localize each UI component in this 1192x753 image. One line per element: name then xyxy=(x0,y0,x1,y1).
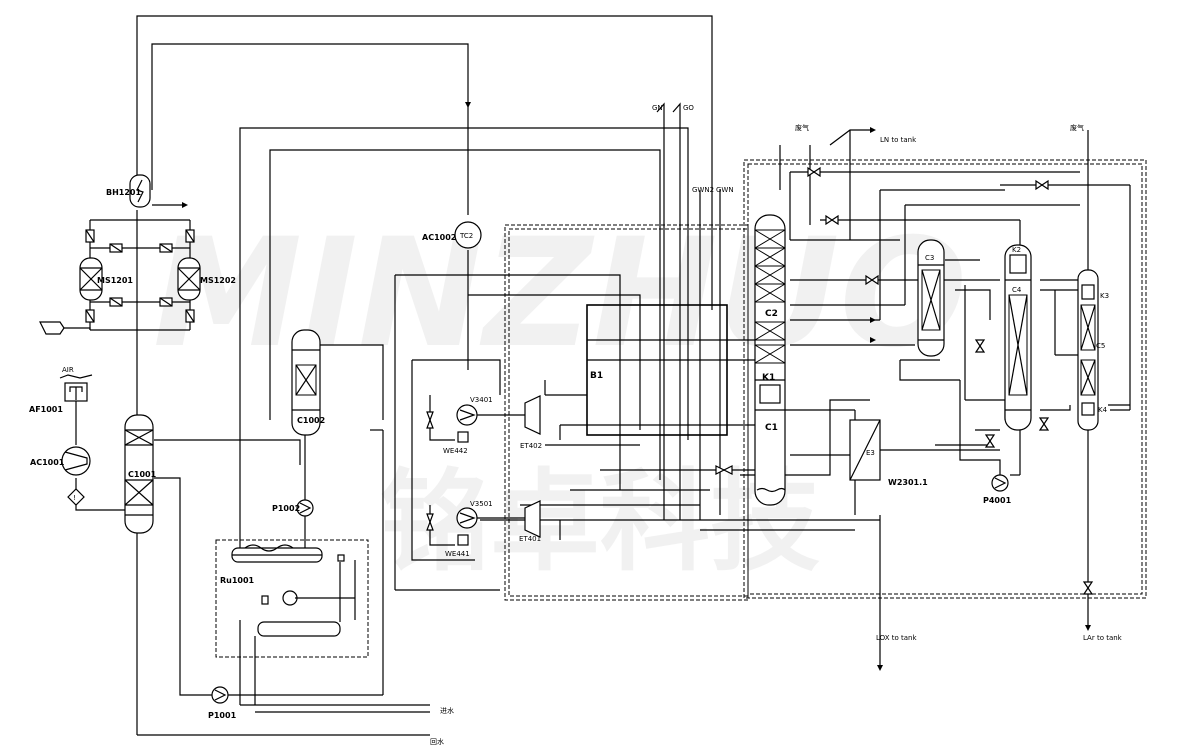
label-water-out: 回水 xyxy=(430,737,444,746)
label-bh1201: BH1201 xyxy=(106,188,141,197)
label-ac1002: AC1002 xyxy=(422,233,456,242)
label-gwn: GWN xyxy=(716,186,734,194)
label-lox-to-tank: LOX to tank xyxy=(876,634,917,642)
label-go: GO xyxy=(683,104,694,112)
refrigeration-unit-ru1001: Ru1001 xyxy=(220,544,356,705)
label-e3: E3 xyxy=(866,449,875,457)
label-k3: K3 xyxy=(1100,292,1109,300)
ms-valves xyxy=(85,229,195,323)
pump-p1001: P1001 xyxy=(208,686,237,720)
label-tc2: TC2 xyxy=(459,232,473,240)
label-ms1201: MS1201 xyxy=(97,276,133,285)
label-c1001: C1001 xyxy=(128,470,157,479)
cold-box xyxy=(215,159,1147,658)
label-p4001: P4001 xyxy=(983,496,1012,505)
label-gn: GN xyxy=(652,104,663,112)
label-p1001: P1001 xyxy=(208,711,237,720)
label-v3401: V3401 xyxy=(470,396,493,404)
adsorber-ms1201: MS1201 xyxy=(79,257,133,301)
watermark-cn: 铭卓科技 xyxy=(380,458,820,586)
label-c4: C4 xyxy=(1012,286,1022,294)
watermark: MINZHUO 铭卓科技 xyxy=(153,207,967,586)
label-et401: ET401 xyxy=(519,535,541,543)
adsorber-ms1202: MS1202 xyxy=(177,257,236,301)
label-c1002: C1002 xyxy=(297,416,325,425)
label-water-in: 进水 xyxy=(440,706,454,715)
vent-silencer xyxy=(39,321,65,335)
label-air: AIR xyxy=(62,366,74,374)
label-k2: K2 xyxy=(1012,246,1021,254)
warning-mark: ! xyxy=(73,494,76,502)
air-filter-af1001: AIR AF1001 xyxy=(29,366,93,414)
label-lar-to-tank: LAr to tank xyxy=(1083,634,1123,642)
label-waste-left: 废气 xyxy=(795,123,809,132)
expander-group-401: V3501 WE441 ET401 xyxy=(426,500,541,558)
label-w2301: W2301.1 xyxy=(888,478,928,487)
label-b1: B1 xyxy=(590,371,603,381)
label-ln-to-tank: LN to tank xyxy=(880,136,917,144)
aftercooler-diamond: ! xyxy=(67,488,85,506)
label-we442: WE442 xyxy=(443,447,468,455)
exchanger-e3: E3 W2301.1 xyxy=(849,419,928,487)
expander-group-402: V3401 WE442 ET402 xyxy=(426,395,542,455)
label-et402: ET402 xyxy=(520,442,542,450)
cold-box-valves xyxy=(715,166,1094,595)
label-c2: C2 xyxy=(765,309,778,319)
column-c3: C3 xyxy=(917,239,945,357)
label-c1: C1 xyxy=(765,423,778,433)
pump-p1002: P1002 xyxy=(272,499,314,517)
label-waste-right: 废气 xyxy=(1070,123,1084,132)
column-c5: K3 C5 K4 xyxy=(1077,269,1109,431)
heater-bh1201: BH1201 xyxy=(106,174,151,208)
label-ru1001: Ru1001 xyxy=(220,576,255,585)
column-c4: K2 C4 xyxy=(1004,244,1032,431)
label-ac1001: AC1001 xyxy=(30,458,65,467)
label-we441: WE441 xyxy=(445,550,470,558)
piping xyxy=(60,15,1131,736)
pump-p4001: P4001 xyxy=(983,474,1012,505)
label-c5: C5 xyxy=(1096,342,1105,350)
tower-c1002: C1002 xyxy=(291,329,325,436)
tower-c1001: C1001 xyxy=(124,414,157,534)
compressor-ac1001: AC1001 xyxy=(30,446,91,476)
label-k4: K4 xyxy=(1098,406,1108,414)
label-ms1202: MS1202 xyxy=(200,276,236,285)
compressor-ac1002: TC2 AC1002 xyxy=(422,221,482,249)
label-af1001: AF1001 xyxy=(29,405,63,414)
column-main: C2 K1 C1 xyxy=(754,214,786,506)
watermark-logo: MINZHUO xyxy=(153,207,967,381)
label-k1: K1 xyxy=(762,373,775,383)
label-p1002: P1002 xyxy=(272,504,300,513)
label-v3501: V3501 xyxy=(470,500,493,508)
label-gwn2: GWN2 xyxy=(692,186,714,194)
label-c3: C3 xyxy=(925,254,934,262)
